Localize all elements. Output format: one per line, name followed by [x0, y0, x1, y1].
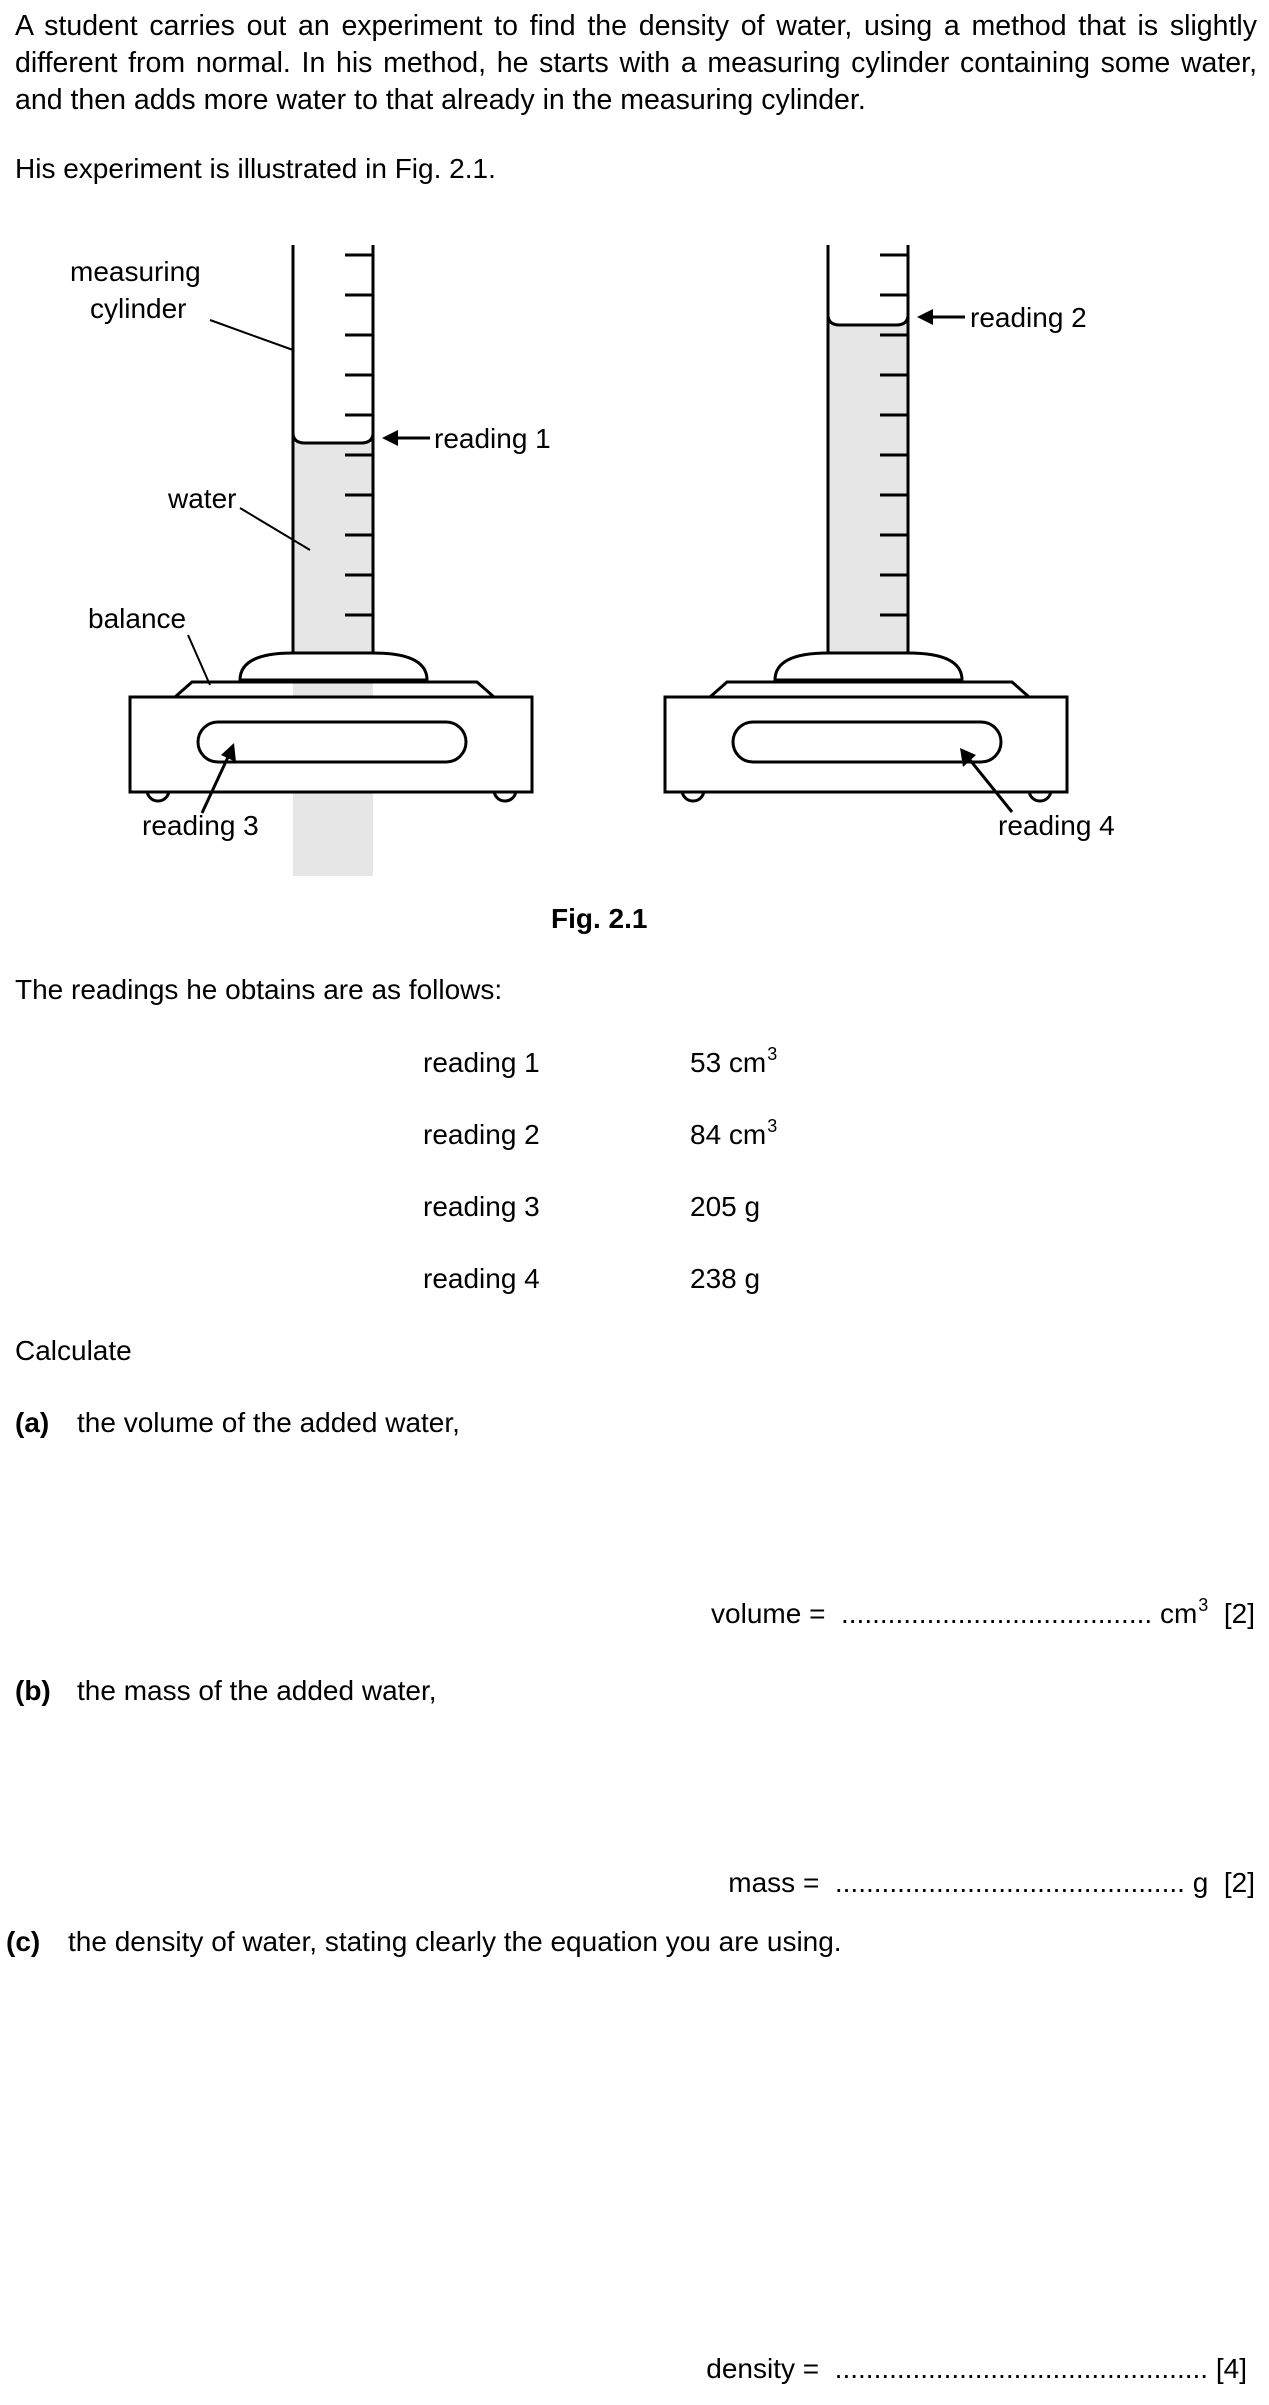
reading-value: 205 g: [690, 1191, 761, 1222]
label-balance: balance: [88, 603, 186, 634]
reading-label: reading 2: [423, 1119, 540, 1150]
left-scale-ticks: [345, 253, 373, 617]
reading-label: reading 3: [423, 1191, 540, 1222]
reading-label: reading 4: [423, 1263, 540, 1294]
arrow-reading-3: [200, 756, 230, 814]
leader-water: [239, 507, 311, 551]
calculate-heading: Calculate: [15, 1335, 132, 1366]
right-cylinder-base: [773, 651, 964, 682]
label-measuring: measuring: [70, 256, 201, 287]
left-balance-top: [174, 680, 495, 699]
label-reading-2: reading 2: [970, 302, 1087, 333]
part-c-answer-line: density = ..............................…: [706, 2353, 1247, 2384]
leader-balance: [187, 634, 211, 686]
part-a-answer-line: volume = ...............................…: [711, 1595, 1255, 1629]
label-reading-1: reading 1: [434, 423, 551, 454]
label-water: water: [167, 483, 236, 514]
right-scale-ticks: [880, 253, 908, 617]
part-c-question: the density of water, stating clearly th…: [68, 1926, 842, 1957]
right-meniscus: [826, 314, 910, 327]
reading-value: 53 cm3: [690, 1044, 778, 1078]
reading-label: reading 1: [423, 1047, 540, 1078]
part-a-question: the volume of the added water,: [77, 1407, 460, 1438]
right-balance-top: [709, 680, 1030, 699]
part-a-letter: (a): [15, 1407, 50, 1438]
part-b-letter: (b): [15, 1675, 51, 1706]
left-cylinder-base: [238, 651, 429, 682]
figure-2-1: measuring cylinder water balance reading…: [70, 245, 1115, 934]
part-b-answer-line: mass = .................................…: [728, 1867, 1255, 1898]
answer-dots: ........................................…: [834, 2353, 1209, 2384]
part-c-letter: (c): [6, 1926, 41, 1957]
readings-intro: The readings he obtains are as follows:: [15, 974, 503, 1005]
intro-paragraph: A student carries out an experiment to f…: [15, 10, 1257, 116]
answer-dots: ........................................: [841, 1598, 1153, 1629]
figure-caption: Fig. 2.1: [551, 903, 647, 934]
left-meniscus: [291, 432, 375, 445]
answer-dots: ........................................…: [834, 1867, 1185, 1898]
left-balance-display: [196, 720, 468, 764]
illustration-sentence: His experiment is illustrated in Fig. 2.…: [15, 153, 496, 184]
right-water-fill: [828, 325, 908, 660]
right-balance-display: [731, 720, 1003, 764]
label-reading-3: reading 3: [142, 810, 259, 841]
reading-value: 84 cm3: [690, 1116, 778, 1150]
part-b-question: the mass of the added water,: [77, 1675, 437, 1706]
leader-measuring-cylinder: [209, 319, 294, 351]
label-reading-4: reading 4: [998, 810, 1115, 841]
arrow-reading-4: [968, 759, 1014, 813]
label-cylinder: cylinder: [90, 293, 186, 324]
reading-value: 238 g: [690, 1263, 761, 1294]
